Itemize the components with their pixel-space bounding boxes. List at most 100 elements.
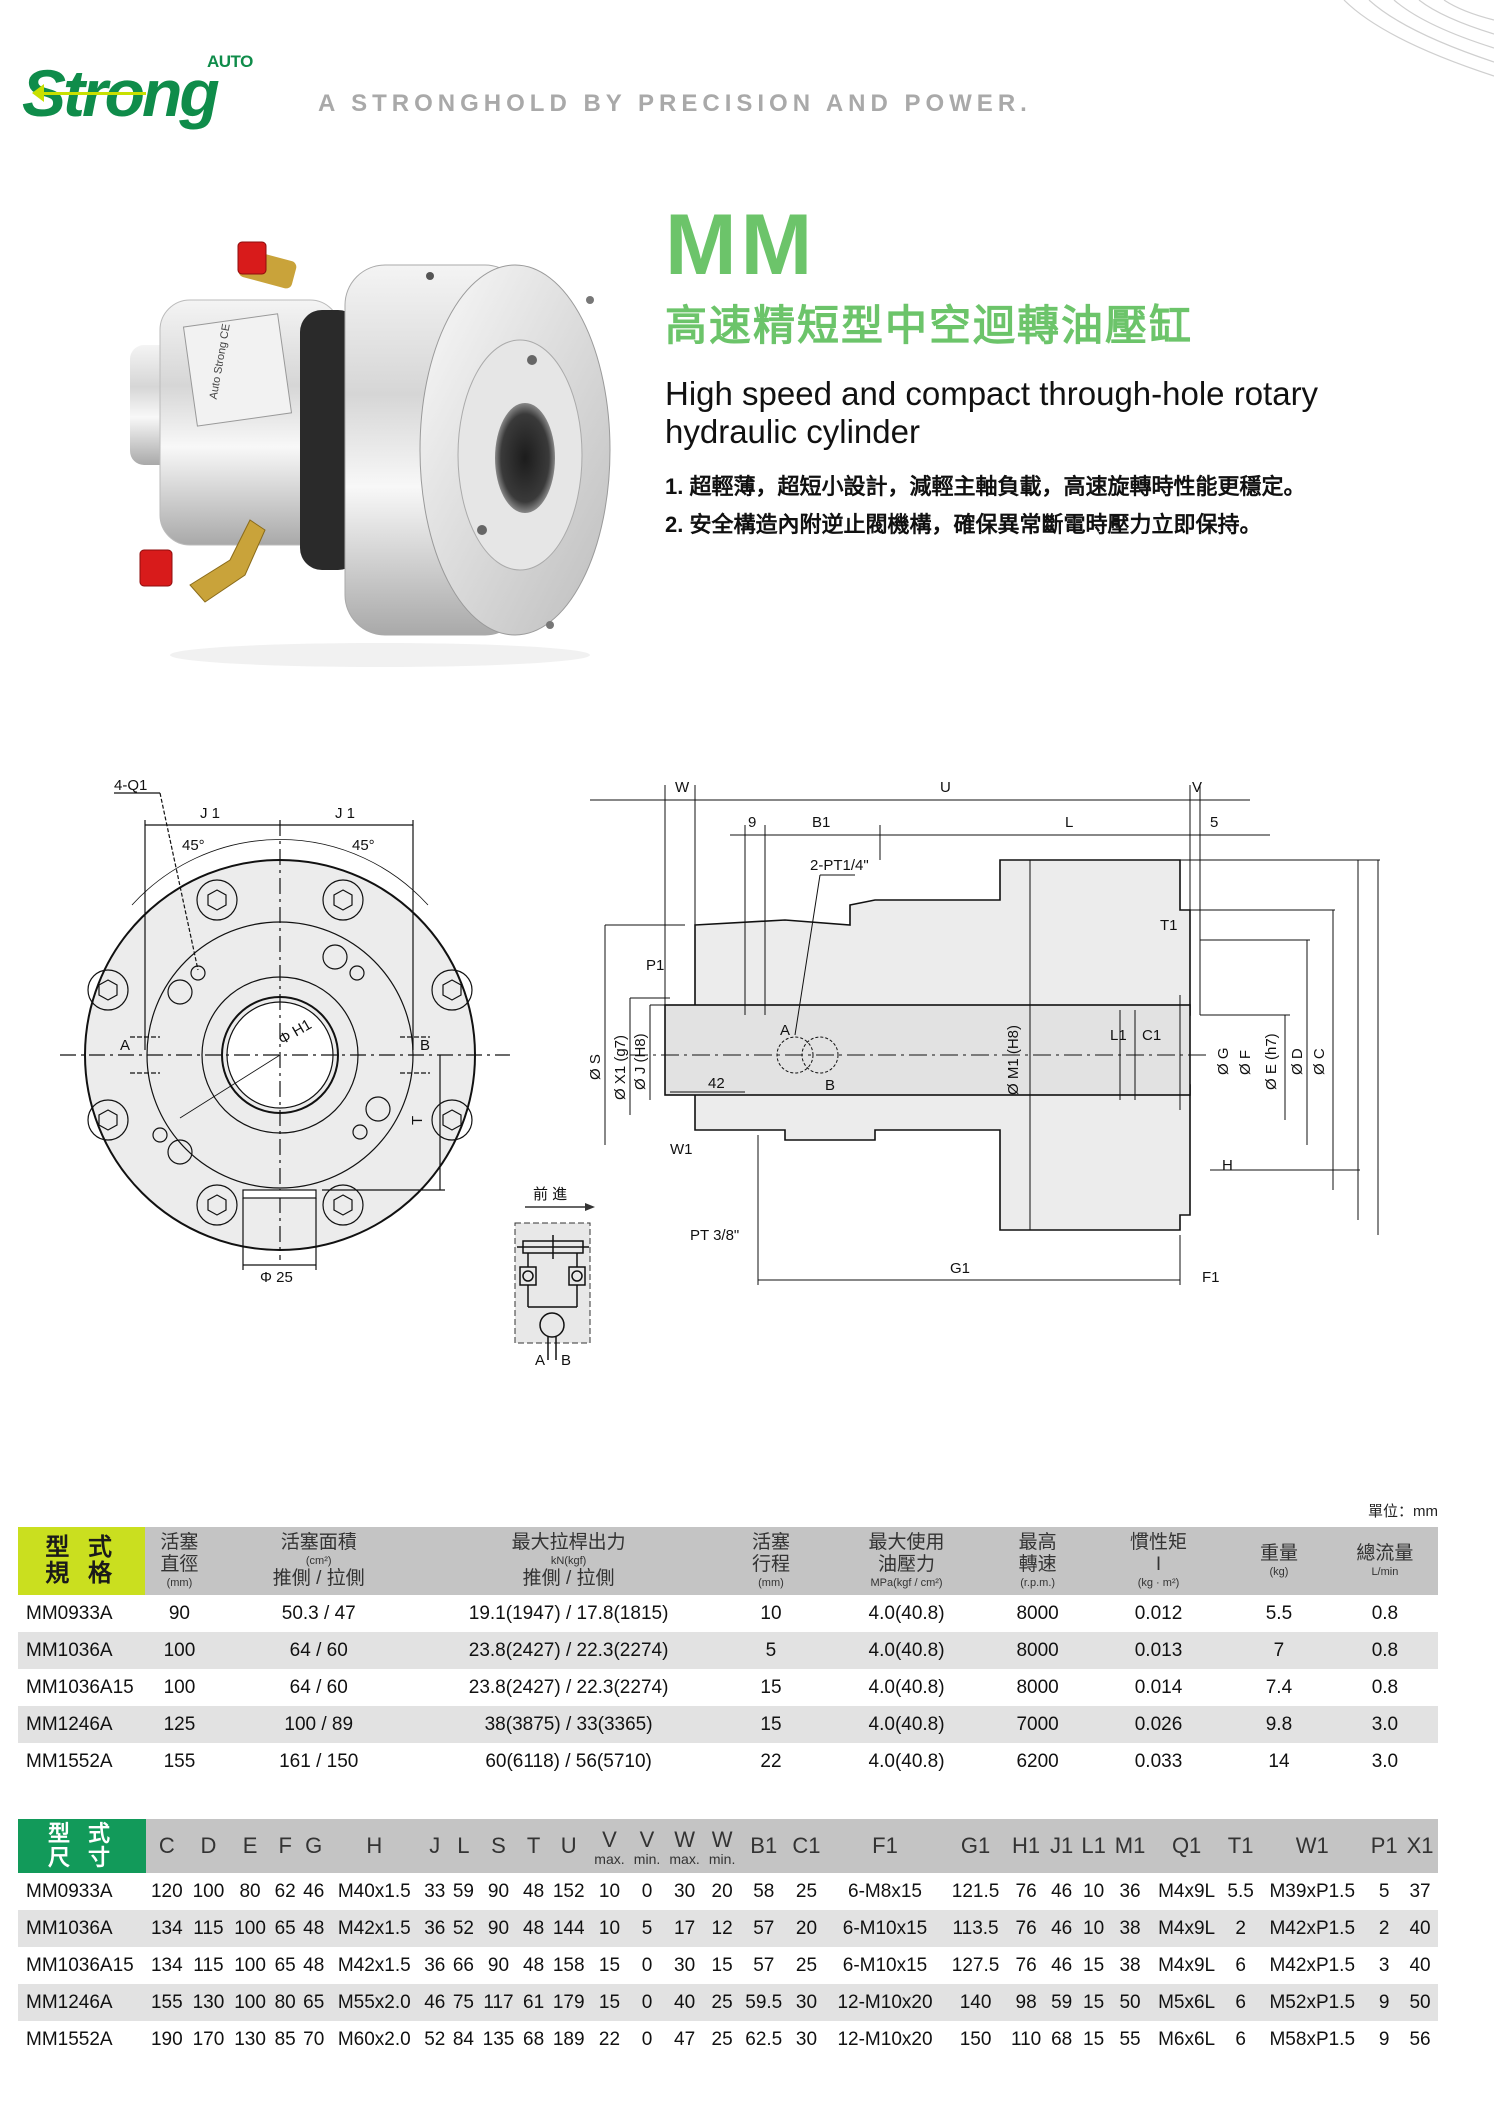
label-pt14: 2-PT1/4" (810, 857, 869, 874)
model-series-title: MM (665, 197, 817, 293)
feature-item: 2. 安全構造內附逆止閥機構，確保異常斷電時壓力立即保持。 (665, 512, 1262, 537)
dimension-header-cell: H1 (1006, 1819, 1047, 1873)
dimension-cell: 6 (1235, 2028, 1246, 2050)
header-weight: 重量(kg) (1226, 1527, 1332, 1595)
logo-auto-text: AUTO (207, 52, 253, 71)
spec-cell: 0.013 (1090, 1632, 1227, 1669)
dimension-cell: 75 (449, 1984, 478, 2021)
spec-cell: 5.5 (1265, 1602, 1293, 1624)
model-cell: MM1036A (18, 1632, 146, 1669)
brand-tagline: A STRONGHOLD BY PRECISION AND POWER. (318, 90, 1032, 117)
dimension-header-cell: J1 (1046, 1819, 1078, 1873)
spec-cell: 64 / 60 (289, 1676, 348, 1698)
label-b: B (825, 1077, 835, 1094)
logo-arrow-icon (32, 84, 146, 102)
dimension-cell: 55 (1119, 2028, 1141, 2050)
dimension-cell: 46 (1051, 1954, 1073, 1976)
spec-cell: 5 (713, 1632, 829, 1669)
spec-cell: 23.8(2427) / 22.3(2274) (423, 1632, 714, 1669)
spec-cell: 60(6118) / 56(5710) (485, 1750, 652, 1772)
side-section-drawing: W U V 9 B1 L 5 2-PT1/4" T1 P1 A B L1 C1 … (590, 779, 1380, 1286)
label-p1: P1 (646, 957, 664, 974)
spec-cell: 15 (760, 1676, 782, 1698)
spec-cell: 15 (713, 1706, 829, 1743)
dimension-cell: 59.5 (739, 1984, 788, 2021)
dimension-cell: 59 (1046, 1984, 1078, 2021)
dimension-cell: 85 (274, 2028, 296, 2050)
dimension-cell: M4x9L (1158, 1880, 1216, 1902)
dimension-cell: 76 (1006, 1910, 1047, 1947)
dimension-cell: 68 (523, 2028, 545, 2050)
dimension-cell: 58 (753, 1880, 775, 1902)
dimension-cell: 15 (1083, 2028, 1105, 2050)
model-cell: MM1246A (18, 1706, 146, 1743)
dimension-header-cell: D (187, 1819, 230, 1873)
dimension-cell: M4x9L (1158, 1954, 1216, 1976)
dimension-cell: 15 (589, 1984, 630, 2021)
dimension-cell: 56 (1409, 2028, 1431, 2050)
dimension-header-cell: P1 (1366, 1819, 1403, 1873)
dimension-cell: M52xP1.5 (1258, 1984, 1367, 2021)
dimension-cell: 52 (424, 2028, 446, 2050)
dimension-cell: M55x2.0 (328, 1984, 421, 2021)
dimension-cell: 48 (523, 1880, 545, 1902)
spec-cell: 7 (1226, 1632, 1332, 1669)
dimension-cell: 46 (303, 1880, 325, 1902)
spec-cell: 4.0(40.8) (868, 1676, 945, 1698)
label-e: Ø E (h7) (1263, 1033, 1280, 1090)
spec-cell: 4.0(40.8) (868, 1602, 945, 1624)
dimension-cell: 10 (1077, 1910, 1110, 1947)
label-4-q1: 4-Q1 (114, 780, 147, 794)
label-d: Ø D (1289, 1048, 1306, 1075)
spec-cell: 100 (145, 1632, 214, 1669)
dimension-cell: 130 (187, 1984, 230, 2021)
product-title-en: High speed and compact through-hole rota… (665, 375, 1319, 450)
dimension-cell: 25 (795, 1954, 818, 1976)
dimension-header-cell: L1 (1077, 1819, 1110, 1873)
header-max-speed: 最高轉速(r.p.m.) (984, 1527, 1091, 1595)
label-port-b: B (420, 1037, 430, 1054)
dimension-cell: 130 (234, 2028, 266, 2050)
circuit-port-b: B (561, 1352, 571, 1365)
label-t: T (409, 1116, 426, 1125)
spec-cell: 0.026 (1090, 1706, 1227, 1743)
dimension-cell: 30 (674, 1880, 696, 1902)
model-cell: MM1552A (26, 2028, 113, 2050)
dimension-cell: 15 (1083, 1954, 1105, 1976)
dimension-cell: 117 (477, 1984, 520, 2021)
spec-cell: 9.8 (1226, 1706, 1332, 1743)
label-d25: Φ 25 (260, 1269, 293, 1286)
dimension-cell: 152 (552, 1880, 585, 1902)
dimension-cell: 48 (519, 1910, 548, 1947)
dimension-cell: 36 (1119, 1880, 1141, 1902)
dimension-header-cell: F (270, 1819, 300, 1873)
spec-cell: 90 (168, 1602, 190, 1624)
spec-cell: 0.8 (1331, 1632, 1438, 1669)
spec-cell: 7000 (984, 1706, 1091, 1743)
dimension-cell: M6x6L (1158, 2028, 1216, 2050)
dimension-cell: 70 (303, 2028, 325, 2050)
model-cell: MM1036A15 (26, 1954, 134, 1976)
dimension-cell: 61 (519, 1984, 548, 2021)
dimension-cell: 48 (523, 1954, 545, 1976)
dimension-cell: 135 (482, 2028, 515, 2050)
spec-cell: 22 (760, 1750, 782, 1772)
dimension-cell: 62.5 (745, 2028, 783, 2050)
dimension-cell: 155 (146, 1984, 188, 2021)
dimension-cell: 20 (787, 1910, 826, 1947)
dimension-cell: 0 (641, 1880, 653, 1902)
dimension-cell: M40x1.5 (337, 1880, 411, 1902)
dimension-cell: 5 (629, 1910, 665, 1947)
dimension-cell: 40 (664, 1984, 705, 2021)
label-j: Ø J (H8) (632, 1033, 649, 1090)
label-l: L (1065, 814, 1073, 831)
label-5: 5 (1210, 814, 1218, 831)
dimension-cell: 48 (299, 1910, 329, 1947)
